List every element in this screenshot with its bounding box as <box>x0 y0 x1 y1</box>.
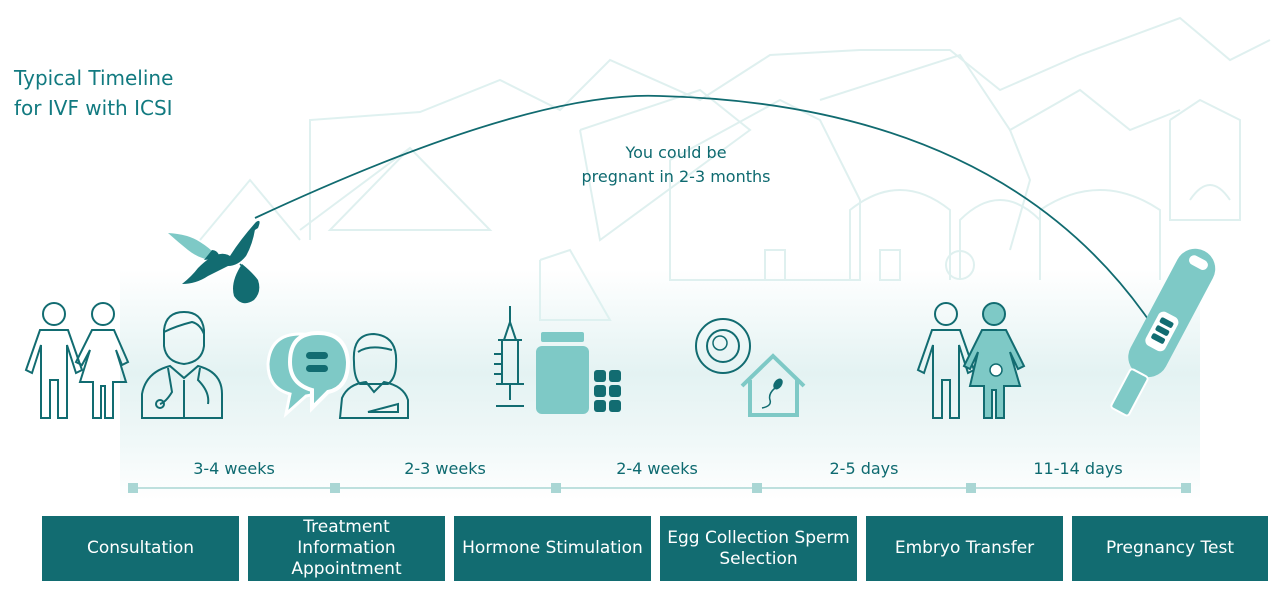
timeline-marker <box>966 483 976 493</box>
pregnancy-test-icon <box>1110 248 1216 417</box>
egg-cell-icon <box>695 318 751 374</box>
timeline-marker <box>1181 483 1191 493</box>
timeline-marker <box>752 483 762 493</box>
timeline-marker <box>551 483 561 493</box>
step-embryo-transfer: Embryo Transfer <box>866 516 1063 581</box>
speech-bubbles-icon <box>266 330 351 419</box>
duration-label: 2-5 days <box>829 459 899 478</box>
arc-label-line2: pregnant in 2-3 months <box>581 167 771 186</box>
arc-label-line1: You could be <box>625 143 727 162</box>
syringe-icon <box>494 306 524 407</box>
house-sperm-icon <box>740 353 806 417</box>
timeline-marker <box>128 483 138 493</box>
page-subtitle: for IVF with ICSI <box>14 96 173 120</box>
step-consultation: Consultation <box>42 516 239 581</box>
step-hormone-stimulation: Hormone Stimulation <box>454 516 651 581</box>
couple-icon <box>24 302 130 419</box>
step-pregnancy-test: Pregnancy Test <box>1072 516 1268 581</box>
pregnant-couple-icon <box>916 302 1026 419</box>
consultant-icon <box>338 332 409 419</box>
step-treatment-information: Treatment Information Appointment <box>248 516 445 581</box>
pills-icon <box>594 370 621 412</box>
duration-label: 2-3 weeks <box>404 459 486 478</box>
timeline-arc <box>254 94 1151 323</box>
stork-icon <box>168 220 260 304</box>
medicine-bottle-icon <box>536 332 589 414</box>
step-egg-collection: Egg Collection Sperm Selection <box>660 516 857 581</box>
duration-label: 11-14 days <box>1033 459 1123 478</box>
duration-label: 3-4 weeks <box>193 459 275 478</box>
doctor-icon <box>141 310 223 419</box>
timeline-marker <box>330 483 340 493</box>
duration-label: 2-4 weeks <box>616 459 698 478</box>
page-title: Typical Timeline <box>14 66 174 90</box>
background-town <box>199 16 1271 321</box>
